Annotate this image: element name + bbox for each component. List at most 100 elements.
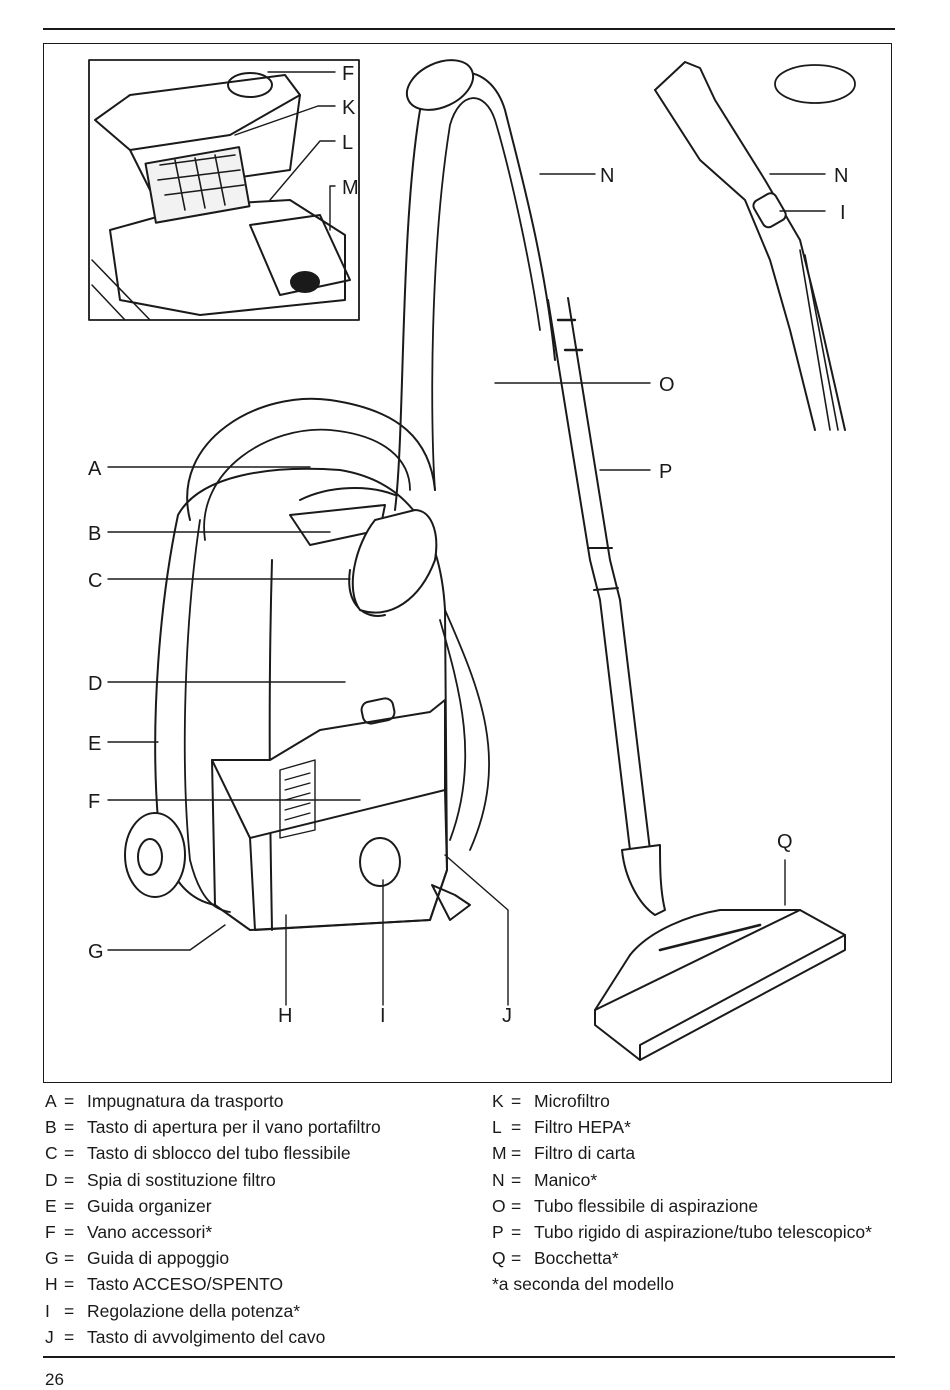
legend-item: D = Spia di sostituzione filtro — [45, 1167, 445, 1193]
legend-item: F = Vano accessori* — [45, 1219, 445, 1245]
legend-description: Vano accessori* — [87, 1222, 213, 1243]
legend-key: K — [492, 1091, 504, 1111]
legend-equals: = — [511, 1248, 522, 1269]
callout-I-inset: I — [840, 202, 846, 224]
callout-G: G — [88, 941, 104, 963]
legend-key: I — [45, 1300, 50, 1321]
legend-key: C — [45, 1143, 58, 1164]
legend-item: K = Microfiltro — [492, 1088, 894, 1114]
callout-N: N — [600, 165, 614, 187]
legend-equals: = — [64, 1169, 75, 1190]
legend-description: Tubo rigido di aspirazione/tubo telescop… — [534, 1222, 872, 1243]
leader-lines — [107, 71, 826, 1006]
legend-item: B = Tasto di apertura per il vano portafil… — [45, 1114, 445, 1140]
callout-E: E — [88, 733, 101, 755]
callout-Q: Q — [777, 831, 793, 853]
legend-item: O= Tubo flessibile di aspirazione — [492, 1193, 894, 1219]
legend-description: Tasto di avvolgimento del cavo — [87, 1326, 326, 1347]
legend-item: Q= Bocchetta* — [492, 1245, 894, 1271]
legend-equals: = — [64, 1143, 75, 1164]
legend-equals: = — [64, 1300, 75, 1321]
callout-J: J — [502, 1005, 512, 1027]
legend-equals: = — [64, 1326, 75, 1347]
legend-equals: = — [511, 1169, 522, 1190]
legend-equals: = — [511, 1117, 522, 1138]
callout-B: B — [88, 523, 101, 545]
callout-N-inset: N — [834, 165, 848, 187]
legend-equals: = — [64, 1222, 75, 1243]
legend-description: Tasto di sblocco del tubo flessibile — [87, 1143, 351, 1164]
bottom-rule — [43, 1356, 895, 1358]
callout-L: L — [342, 132, 353, 154]
legend-equals: = — [64, 1195, 75, 1216]
legend-item: L = Filtro HEPA* — [492, 1114, 894, 1140]
legend-key: M — [492, 1143, 507, 1164]
legend-description: Bocchetta* — [534, 1248, 619, 1269]
callout-D: D — [88, 673, 102, 695]
legend-item: E = Guida organizer — [45, 1193, 445, 1219]
legend-item: C = Tasto di sblocco del tubo flessibile — [45, 1140, 445, 1166]
legend-description: Microfiltro — [534, 1091, 610, 1111]
legend-equals: = — [64, 1274, 75, 1295]
legend-description: Filtro di carta — [534, 1143, 636, 1164]
legend-key: P — [492, 1222, 504, 1243]
page-number: 26 — [45, 1370, 64, 1389]
legend-equals: = — [64, 1248, 75, 1269]
legend-description: Tasto di apertura per il vano portafiltr… — [87, 1117, 381, 1138]
suction-tube — [547, 297, 666, 916]
legend-description: Tubo flessibile di aspirazione — [534, 1195, 759, 1216]
callout-C: C — [88, 570, 102, 592]
legend-key: J — [45, 1326, 54, 1347]
legend-key: B — [45, 1117, 57, 1138]
legend-item: P = Tubo rigido di aspirazione/tubo telesc… — [492, 1219, 894, 1245]
legend-equals: = — [64, 1117, 75, 1138]
legend-description: Filtro HEPA* — [534, 1117, 631, 1138]
legend-description: Impugnatura da trasporto — [87, 1091, 284, 1111]
legend-item: G= Guida di appoggio — [45, 1245, 445, 1271]
callout-A: A — [88, 458, 102, 480]
callout-F: F — [88, 791, 100, 813]
figure-frame — [43, 43, 892, 1083]
legend-item: A = Impugnatura da trasporto — [45, 1088, 445, 1114]
floor-nozzle — [594, 909, 846, 1061]
legend-key: O — [492, 1195, 506, 1216]
legend-key: A — [45, 1091, 57, 1111]
legend-description: Guida di appoggio — [87, 1248, 230, 1269]
callout-F-inset: F — [342, 63, 354, 85]
legend-description: Tasto ACCESO/SPENTO — [87, 1274, 284, 1295]
callout-M: M — [342, 177, 359, 199]
suction-hose — [351, 59, 556, 851]
legend-key: H — [45, 1274, 58, 1295]
legend-key: F — [45, 1222, 56, 1243]
filter-compartment-inset — [88, 59, 360, 321]
legend-key: G — [45, 1248, 59, 1269]
legend-description: Regolazione della potenza* — [87, 1300, 301, 1321]
footnote: *a seconda del modello — [492, 1274, 674, 1295]
legend-description: Manico* — [534, 1169, 598, 1190]
callout-O: O — [659, 374, 675, 396]
legend-description: Guida organizer — [87, 1195, 212, 1216]
callout-I: I — [380, 1005, 386, 1027]
legend-equals: = — [511, 1091, 522, 1111]
callout-P: P — [659, 461, 672, 483]
legend-item: J = Tasto di avvolgimento del cavo — [45, 1324, 445, 1350]
callout-H: H — [278, 1005, 292, 1027]
legend-equals: = — [511, 1195, 522, 1216]
handle-inset — [654, 61, 856, 431]
legend-key: L — [492, 1117, 502, 1138]
legend-key: Q — [492, 1248, 506, 1269]
legend-description: Spia di sostituzione filtro — [87, 1169, 276, 1190]
legend-key: N — [492, 1169, 505, 1190]
top-rule — [43, 28, 895, 30]
legend-key: E — [45, 1195, 57, 1216]
legend-item: H = Tasto ACCESO/SPENTO — [45, 1271, 445, 1297]
legend-item: I = Regolazione della potenza* — [45, 1298, 445, 1324]
legend-equals: = — [511, 1143, 522, 1164]
legend-equals: = — [64, 1091, 75, 1111]
legend-key: D — [45, 1169, 58, 1190]
legend-equals: = — [511, 1222, 522, 1243]
legend-item: M= Filtro di carta — [492, 1140, 894, 1166]
